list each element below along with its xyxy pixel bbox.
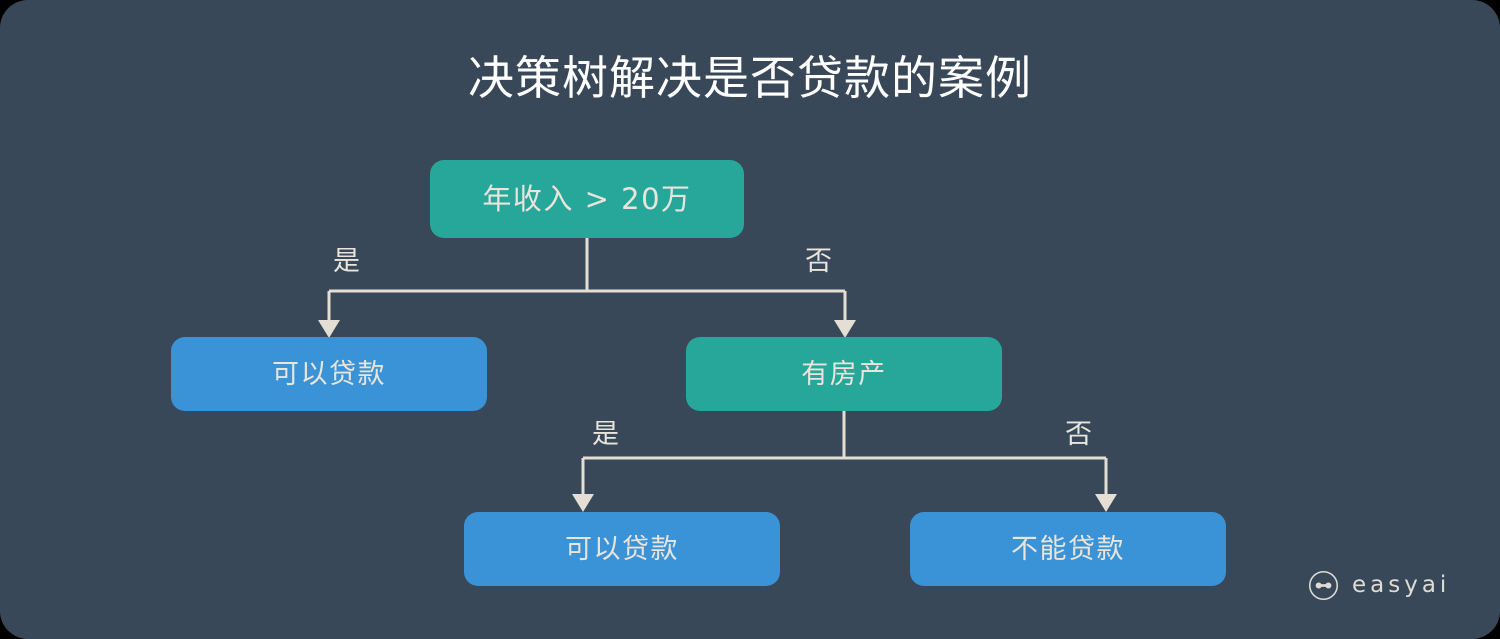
edge-label-level1-yes: 是 <box>333 246 360 277</box>
edge-label-level1-no: 否 <box>805 246 832 277</box>
edge-label-level2-yes: 是 <box>592 419 619 450</box>
decision-node-has-property[interactable]: 有房产 <box>686 337 1002 411</box>
brand-name: easyai <box>1352 572 1451 598</box>
dumbbell-circle-icon <box>1308 570 1339 601</box>
edge-label-level2-no: 否 <box>1065 419 1092 450</box>
edge-root-left-arrowhead <box>318 320 340 338</box>
leaf-node-can-loan-1[interactable]: 可以贷款 <box>171 337 487 411</box>
decision-node-annual-income[interactable]: 年收入 > 20万 <box>430 160 744 238</box>
brand-watermark: easyai <box>1308 570 1450 601</box>
leaf-node-cannot-loan[interactable]: 不能贷款 <box>910 512 1226 586</box>
leaf-node-can-loan-2[interactable]: 可以贷款 <box>464 512 780 586</box>
edge-house-right-arrowhead <box>1095 494 1117 512</box>
edge-house-left-arrowhead <box>572 494 594 512</box>
edge-root-right-arrowhead <box>834 320 856 338</box>
page-title: 决策树解决是否贷款的案例 <box>468 51 1032 105</box>
